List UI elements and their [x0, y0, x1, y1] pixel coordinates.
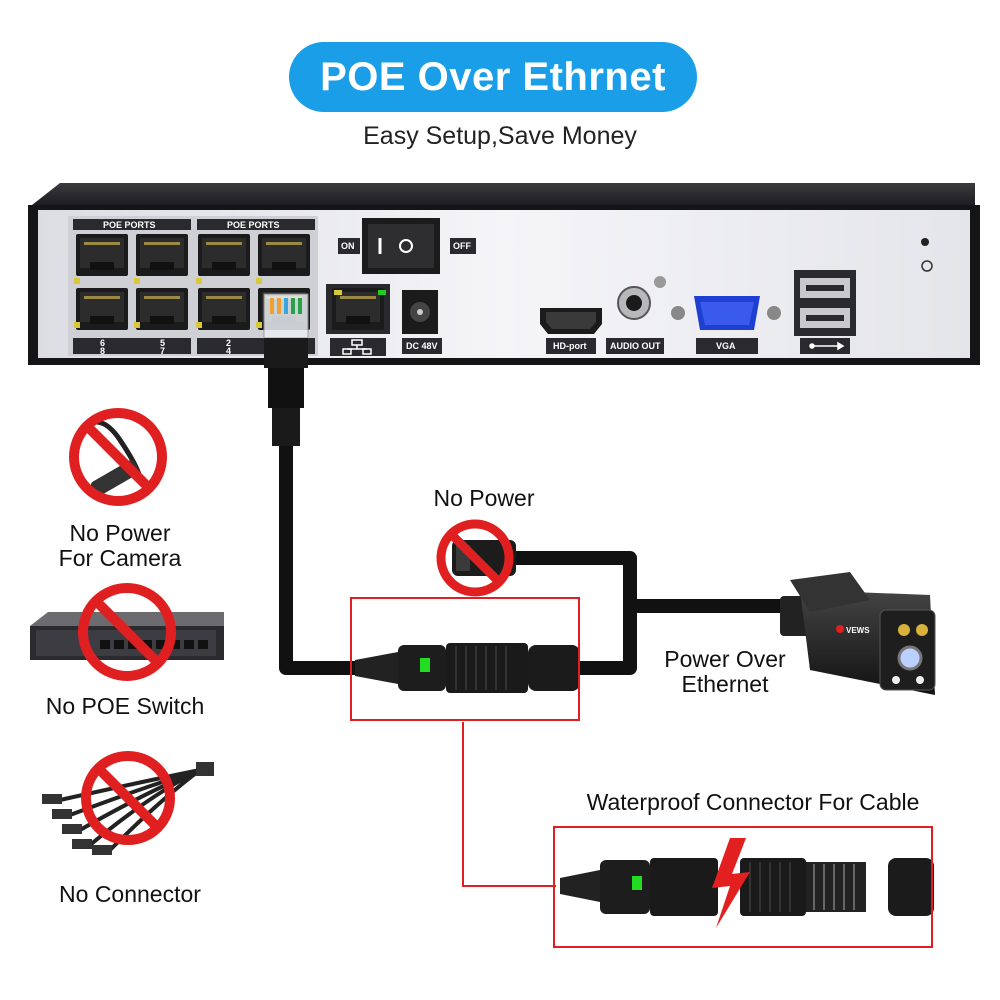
camera-icon: VEWS [780, 572, 936, 695]
cable-nvr-to-connector [279, 446, 355, 675]
camera-brand: VEWS [846, 626, 870, 635]
port-num-8: 8 [100, 346, 105, 356]
usb-icon [809, 341, 845, 351]
dc-barrel-plug [436, 519, 516, 597]
ground-icon [921, 260, 933, 272]
no-power-label: No Power [433, 485, 535, 511]
no-power-camera-line2: For Camera [58, 545, 182, 571]
usb-ports [794, 270, 856, 354]
nvr-device: POE PORTS POE PORTS 6 5 2 1 8 7 4 3 [28, 183, 980, 365]
no-poe-switch-label: No POE Switch [45, 693, 205, 719]
poe-ports-label-left: POE PORTS [103, 220, 156, 230]
port-num-4: 4 [226, 346, 231, 356]
waterproof-connector [355, 643, 580, 693]
port-num-2: 2 [226, 338, 231, 348]
callout-line [462, 722, 556, 887]
dc-label: DC 48V [406, 341, 438, 351]
switch-off-label: OFF [453, 241, 471, 251]
network-icon [342, 339, 372, 355]
lightning-icon [712, 838, 750, 928]
poe-switch-icon [30, 583, 224, 681]
no-connector-label: No Connector [59, 881, 201, 907]
dc-jack: DC 48V [402, 290, 442, 354]
power-switch: ON OFF [338, 218, 476, 274]
port-num-5: 5 [160, 338, 165, 348]
waterproof-detail-box [553, 826, 933, 948]
port-num-7: 7 [160, 346, 165, 356]
switch-on-label: ON [341, 241, 355, 251]
no-power-camera-line1: No Power [69, 520, 171, 546]
poe-ports-label-right: POE PORTS [227, 220, 280, 230]
rj45-plug [263, 293, 309, 446]
vga-label: VGA [716, 341, 736, 351]
audio-label: AUDIO OUT [610, 341, 661, 351]
waterproof-label: Waterproof Connector For Cable [586, 789, 920, 815]
page-subtitle: Easy Setup,Save Money [363, 122, 637, 150]
port-num-6: 6 [100, 338, 105, 348]
lan-port [326, 284, 390, 356]
connector-highlight-box [350, 597, 580, 721]
vga-port: VGA [671, 296, 781, 354]
page-title: POE Over Ethrnet [289, 42, 697, 112]
hdmi-port: HD-port [540, 308, 602, 354]
poe-label-line1: Power Over [664, 646, 786, 672]
split-connector [560, 838, 934, 928]
audio-port: AUDIO OUT [606, 276, 666, 354]
poe-label-line2: Ethernet [681, 671, 769, 697]
reset-hole-icon [921, 238, 929, 246]
hdmi-label: HD-port [553, 341, 587, 351]
led-green [420, 658, 430, 672]
car-charger-icon [69, 408, 167, 506]
splitter-cable-icon [42, 751, 214, 855]
